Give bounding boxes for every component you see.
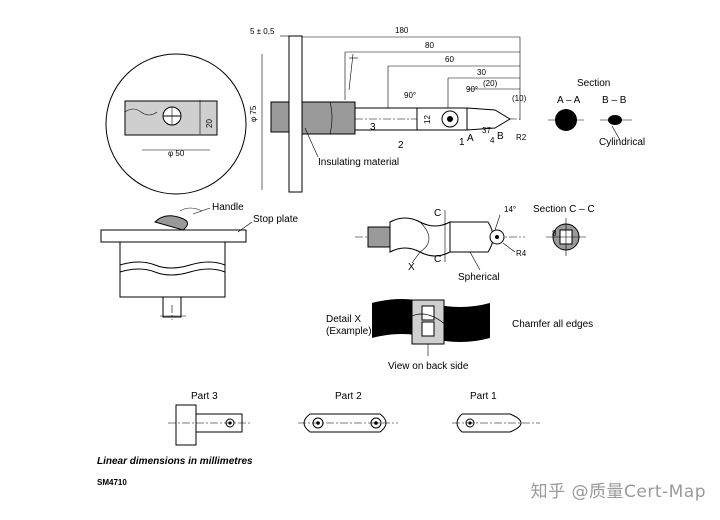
sections-ab: Section A – A B – B Cylindrical: [548, 78, 645, 148]
chamfer-label: Chamfer all edges: [512, 319, 593, 330]
section-ab-title: Section: [577, 78, 610, 89]
dim-180: 180: [395, 26, 409, 35]
stop-plate-label: Stop plate: [253, 214, 298, 225]
dim-10: (10): [512, 94, 527, 103]
section-bb-label: B – B: [602, 95, 627, 106]
part-1: Part 1: [452, 391, 540, 433]
spherical-label: Spherical: [458, 272, 500, 283]
linear-dimensions-note: Linear dimensions in millimetres: [97, 456, 253, 467]
front-view-disc: φ 50 20: [105, 53, 247, 195]
plate-side-view: Handle Stop plate: [100, 202, 298, 320]
insulating-material-label: Insulating material: [318, 157, 399, 168]
detail-x: Detail X (Example) Chamfer all edges Vie…: [326, 299, 593, 372]
dim-80: 80: [425, 41, 434, 50]
section-cc: Section C – C 8: [533, 204, 595, 256]
section-cc-title: Section C – C: [533, 204, 595, 215]
mark-c-bottom: C: [434, 254, 441, 265]
dim-30: 30: [477, 68, 486, 77]
dim-angle90b: 90°: [466, 85, 478, 94]
view-back-label: View on back side: [388, 361, 469, 372]
mark-b: B: [497, 131, 504, 142]
dim-r4: R4: [516, 249, 527, 258]
dim-20: (20): [483, 79, 498, 88]
dim-60: 60: [445, 55, 454, 64]
dim-50: φ 50: [168, 149, 185, 158]
part-3: Part 3: [168, 391, 252, 446]
dim-12: 12: [423, 115, 432, 124]
dim-37: 37: [482, 126, 491, 135]
part1-label: Part 1: [470, 391, 497, 402]
handle-label: Handle: [212, 202, 244, 213]
drawing-code: SM4710: [97, 478, 127, 487]
detail-x-example: (Example): [326, 326, 372, 337]
dim-5: 5 ± 0,5: [250, 27, 275, 36]
cylindrical-label: Cylindrical: [599, 137, 645, 148]
part3-label: Part 3: [191, 391, 218, 402]
dim-20v: 20: [205, 119, 214, 128]
dim-8: 8: [552, 229, 557, 238]
dim-angle14: 14°: [504, 205, 516, 214]
part-2: Part 2: [298, 391, 398, 433]
detail-x-label: Detail X: [326, 314, 361, 325]
probe-detail-c: C C X 14° R4 Spherical: [355, 205, 527, 283]
part2-label: Part 2: [335, 391, 362, 402]
mark-3: 3: [370, 122, 376, 133]
dim-75: φ 75: [249, 105, 258, 122]
mark-c-top: C: [434, 208, 441, 219]
dim-4: 4: [490, 136, 495, 145]
side-view-probe: 180 80 60 30 (20) (10) 5 ± 0,5 φ 75: [249, 26, 527, 193]
watermark: 知乎 @质量Cert-Map: [530, 482, 706, 502]
mark-1: 1: [459, 137, 465, 148]
mark-x: X: [408, 262, 415, 273]
section-aa-label: A – A: [557, 95, 581, 106]
dim-angle90a: 90°: [404, 91, 416, 100]
dim-r2: R2: [516, 133, 527, 142]
mark-2: 2: [398, 140, 404, 151]
mark-a: A: [467, 133, 474, 144]
